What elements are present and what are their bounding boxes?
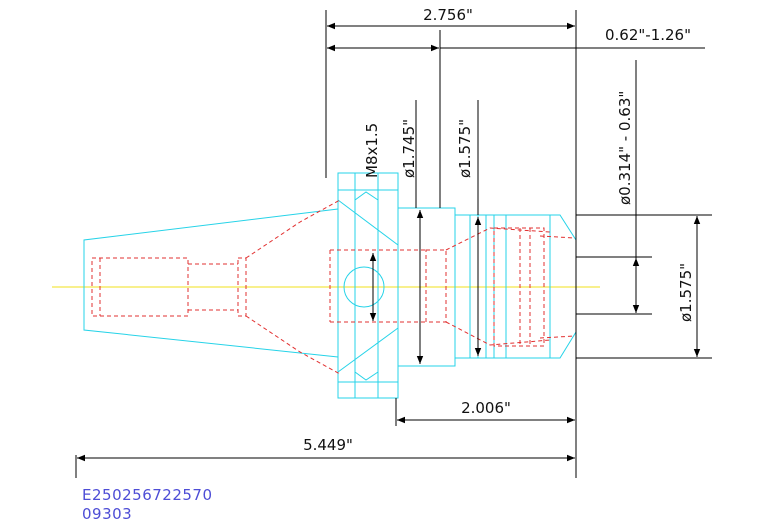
dim-overall-length-upper: 2.756" bbox=[423, 6, 473, 24]
dim-body-diameter: ø1.575" bbox=[456, 119, 474, 178]
dim-flange-diameter: ø1.745" bbox=[400, 119, 418, 178]
dim-collet-range: 0.62"-1.26" bbox=[605, 26, 691, 44]
dim-clamping-range: ø0.314" - 0.63" bbox=[616, 91, 634, 205]
dimension-lines bbox=[77, 22, 705, 462]
dim-thread: M8x1.5 bbox=[363, 123, 381, 178]
part-code-line-1: E250256722570 bbox=[82, 486, 213, 504]
holder-outline bbox=[83, 172, 577, 399]
dim-nut-diameter: ø1.575" bbox=[677, 263, 695, 322]
extension-lines bbox=[75, 10, 712, 478]
internal-bore bbox=[91, 199, 576, 375]
dim-gauge-length: 2.006" bbox=[461, 399, 511, 417]
part-code-line-2: 09303 bbox=[82, 505, 132, 523]
dim-overall-length: 5.449" bbox=[303, 436, 353, 454]
